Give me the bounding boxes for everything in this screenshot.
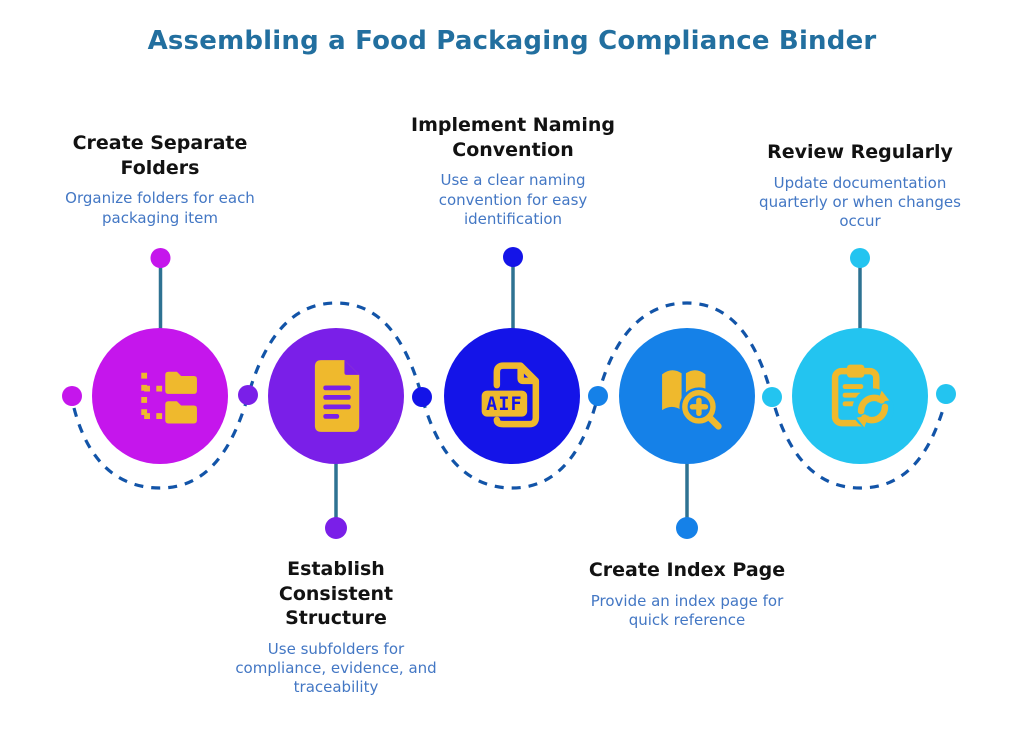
step-4-heading: Create Index Page (588, 559, 786, 581)
pin-dot-step-5 (850, 248, 870, 268)
wave-dot-1 (238, 385, 258, 405)
wave-dot-3 (588, 386, 608, 406)
step-1-subtitle: Organize folders for each packaging item (65, 189, 255, 227)
document-lines-icon (314, 360, 360, 432)
step-4-subtitle: Provide an index page for quick referenc… (590, 591, 784, 629)
step-1-circle (92, 328, 228, 464)
pin-dot-step-1 (150, 248, 171, 268)
pin-dot-step-4 (676, 517, 698, 539)
step-5-heading: Review Regularly (767, 141, 953, 163)
step-3-heading: Implement Naming Convention (411, 114, 615, 161)
aif-label: AIF (486, 394, 523, 415)
step-1-heading: Create Separate Folders (72, 132, 248, 179)
book-magnifier-plus-icon (662, 370, 722, 430)
step-4-label: Create Index Page Provide an index page … (562, 558, 812, 630)
pin-dot-step-2 (325, 517, 347, 539)
folder-tree-icon (141, 371, 197, 424)
page-title: Assembling a Food Packaging Compliance B… (147, 26, 877, 56)
step-5-subtitle: Update documentation quarterly or when c… (759, 173, 961, 231)
step-3-subtitle: Use a clear naming convention for easy i… (438, 171, 588, 228)
wave-dot-start (62, 386, 82, 406)
pin-dot-step-3 (503, 247, 523, 267)
step-1-label: Create Separate Folders Organize folders… (35, 131, 285, 228)
step-2-heading: Establish Consistent Structure (278, 558, 394, 630)
step-5-label: Review Regularly Update documentation qu… (735, 140, 985, 231)
step-5-circle (792, 328, 928, 464)
step-2-circle (268, 328, 404, 464)
step-2-subtitle: Use subfolders for compliance, evidence,… (235, 640, 437, 697)
clipboard-refresh-icon (831, 364, 894, 430)
step-3-circle: AIF (444, 328, 580, 464)
aif-file-icon: AIF (481, 362, 540, 428)
step-4-circle (619, 328, 755, 464)
wave-dot-4 (762, 387, 782, 407)
wave-dot-end (936, 384, 956, 404)
step-3-label: Implement Naming Convention Use a clear … (388, 113, 638, 229)
step-2-label: Establish Consistent Structure Use subfo… (211, 557, 461, 698)
wave-dot-2 (412, 387, 432, 407)
